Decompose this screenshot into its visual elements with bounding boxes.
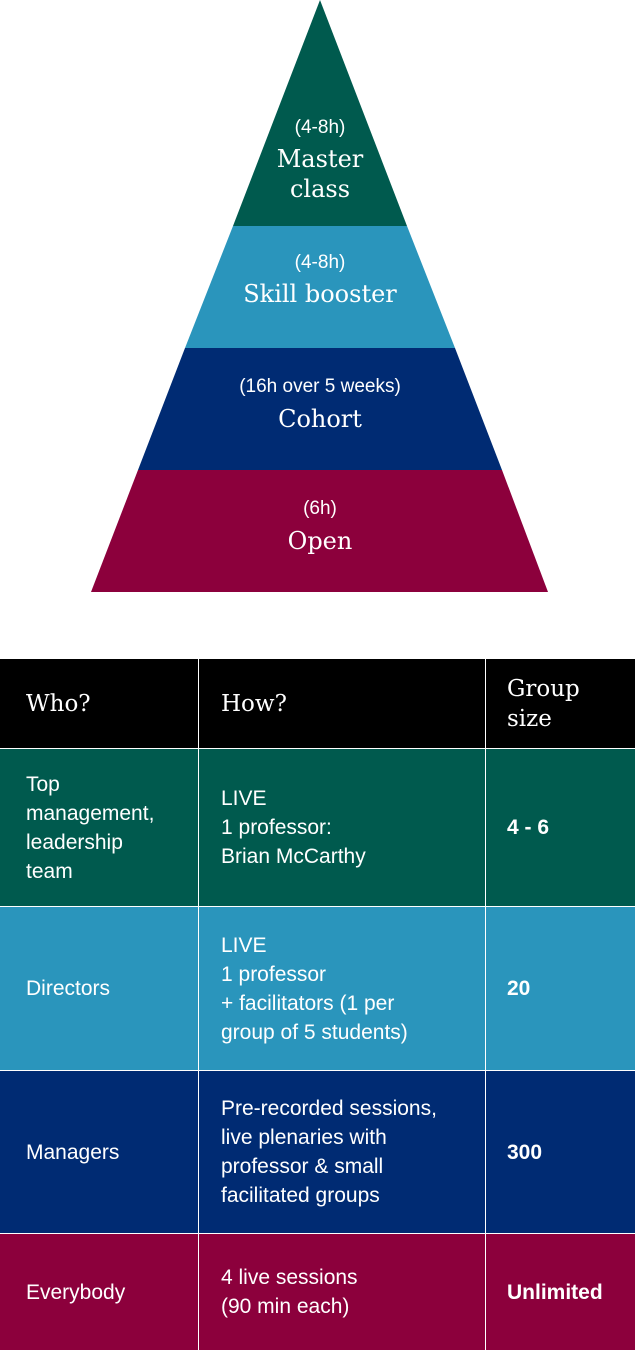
row-skill-booster-who-text: Directors xyxy=(26,977,111,1000)
row-open-how-text: 4 live sessions (90 min each) xyxy=(221,1266,358,1318)
row-masterclass-how: LIVE 1 professor: Brian McCarthy xyxy=(198,748,485,906)
audience-table: Who? How? Group size Top management, lea… xyxy=(0,659,635,1350)
header-how: How? xyxy=(198,659,485,748)
pyramid-tier-cohort-duration: (16h over 5 weeks) xyxy=(239,376,401,397)
pyramid-tier-masterclass-title-line1: Master xyxy=(277,145,364,173)
pyramid-tier-open-duration: (6h) xyxy=(303,498,337,519)
row-cohort-how-text: Pre-recorded sessions, live plenaries wi… xyxy=(221,1097,437,1207)
pyramid-tier-masterclass-title-line2: class xyxy=(290,175,350,203)
row-masterclass-how-text: LIVE 1 professor: Brian McCarthy xyxy=(221,787,366,868)
pyramid-tier-masterclass xyxy=(233,0,407,226)
row-masterclass-size-text: 4 - 6 xyxy=(507,816,550,839)
row-cohort-who: Managers xyxy=(0,1070,198,1233)
row-masterclass-who-text: Top management, leadership team xyxy=(26,772,155,883)
row-open-size: Unlimited xyxy=(485,1233,635,1350)
row-cohort-size: 300 xyxy=(485,1070,635,1233)
row-masterclass-size: 4 - 6 xyxy=(485,748,635,906)
row-skill-booster-how-text: LIVE 1 professor + facilitators (1 per g… xyxy=(221,933,408,1044)
row-skill-booster-size: 20 xyxy=(485,906,635,1070)
header-how-label: How? xyxy=(221,690,287,717)
row-skill-booster-who: Directors xyxy=(0,906,198,1070)
row-cohort-who-text: Managers xyxy=(26,1140,120,1164)
training-pyramid: (4-8h) Master class (4-8h) Skill booster… xyxy=(0,0,635,600)
header-group-size: Group size xyxy=(485,659,635,748)
row-open-how: 4 live sessions (90 min each) xyxy=(198,1233,485,1350)
pyramid-tier-cohort xyxy=(138,348,502,470)
pyramid-tier-open-title: Open xyxy=(288,527,353,555)
pyramid-tier-open xyxy=(91,470,548,592)
header-group-size-label: Group size xyxy=(507,675,580,732)
row-open-who: Everybody xyxy=(0,1233,198,1350)
header-who: Who? xyxy=(0,659,198,748)
pyramid-tier-skill-booster xyxy=(185,226,455,348)
row-cohort-how: Pre-recorded sessions, live plenaries wi… xyxy=(198,1070,485,1233)
row-skill-booster-how: LIVE 1 professor + facilitators (1 per g… xyxy=(198,906,485,1070)
row-open-who-text: Everybody xyxy=(26,1280,126,1304)
row-cohort-size-text: 300 xyxy=(507,1140,543,1164)
pyramid-tier-skill-booster-duration: (4-8h) xyxy=(295,252,346,273)
row-skill-booster-size-text: 20 xyxy=(507,977,531,1000)
row-masterclass-who: Top management, leadership team xyxy=(0,748,198,906)
pyramid-tier-masterclass-duration: (4-8h) xyxy=(295,117,346,138)
pyramid-tier-cohort-title: Cohort xyxy=(278,405,362,433)
pyramid-tier-skill-booster-title: Skill booster xyxy=(243,280,397,308)
row-open-size-text: Unlimited xyxy=(507,1280,603,1304)
header-who-label: Who? xyxy=(26,690,91,717)
